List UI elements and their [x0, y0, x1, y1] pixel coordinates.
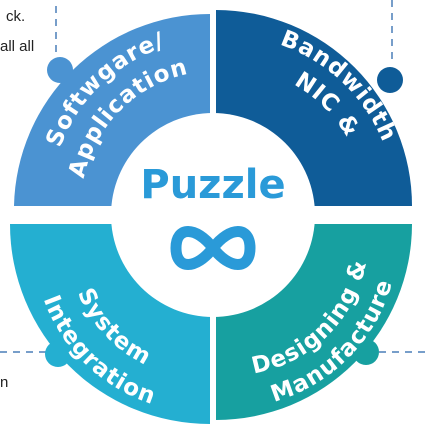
- side-text-fragment: ck.: [6, 8, 26, 25]
- center-disc-mask: [113, 115, 313, 315]
- center-title: Puzzle: [140, 162, 285, 208]
- side-text-fragment: n: [0, 374, 9, 391]
- infinity-icon: [170, 226, 256, 270]
- puzzle-knob-icon: [353, 339, 379, 365]
- puzzle-knob-icon: [377, 67, 403, 93]
- puzzle-knob-icon: [47, 57, 73, 83]
- side-text-fragment: all all: [0, 38, 35, 55]
- puzzle-knob-icon: [45, 341, 71, 367]
